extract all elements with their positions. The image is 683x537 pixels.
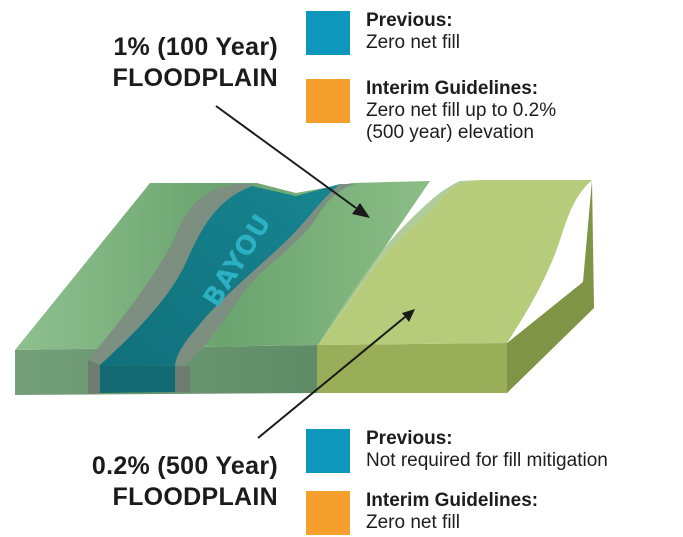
pointer-500-arrowhead [402, 309, 415, 322]
legend-description: Zero net fill [366, 32, 460, 53]
legend-description: Not required for fill mitigation [366, 450, 608, 471]
legend-heading: Interim Guidelines: [366, 490, 539, 511]
floodplain-100-callout: 1% (100 Year) FLOODPLAIN [113, 32, 279, 94]
bayou-front-face [100, 365, 176, 393]
legend-heading: Previous: [366, 428, 453, 449]
floodplain-500-title: 0.2% (500 Year) [91, 452, 278, 480]
bayou-bank-right [163, 184, 355, 366]
legend-heading: Previous: [366, 10, 453, 31]
legend-description: (500 year) elevation [366, 122, 534, 143]
bank-front-left [88, 360, 100, 394]
pointer-100-line [215, 105, 357, 209]
bayou-bank-left [88, 184, 255, 365]
legend-description: Zero net fill [366, 512, 460, 533]
previous-swatch [306, 11, 350, 55]
bank-front-right [175, 366, 190, 392]
legend-heading: Interim Guidelines: [366, 78, 539, 99]
interim-swatch [306, 491, 350, 535]
floodplain-500-subtitle: FLOODPLAIN [112, 483, 278, 511]
pointer-100-arrowhead [352, 203, 370, 218]
pointer-500-line [257, 316, 406, 439]
previous-swatch [306, 429, 350, 473]
floodplain-100-subtitle: FLOODPLAIN [112, 64, 278, 92]
floodplain-500-callout: 0.2% (500 Year) FLOODPLAIN [92, 451, 278, 513]
floodplain-100-title: 1% (100 Year) [113, 33, 278, 61]
right-face [507, 180, 594, 393]
floodplain-500-surface [318, 180, 592, 345]
interim-swatch [306, 79, 350, 123]
front-face-500 [317, 343, 507, 393]
bayou-water [100, 184, 340, 366]
legend-description: Zero net fill up to 0.2% [366, 100, 557, 121]
